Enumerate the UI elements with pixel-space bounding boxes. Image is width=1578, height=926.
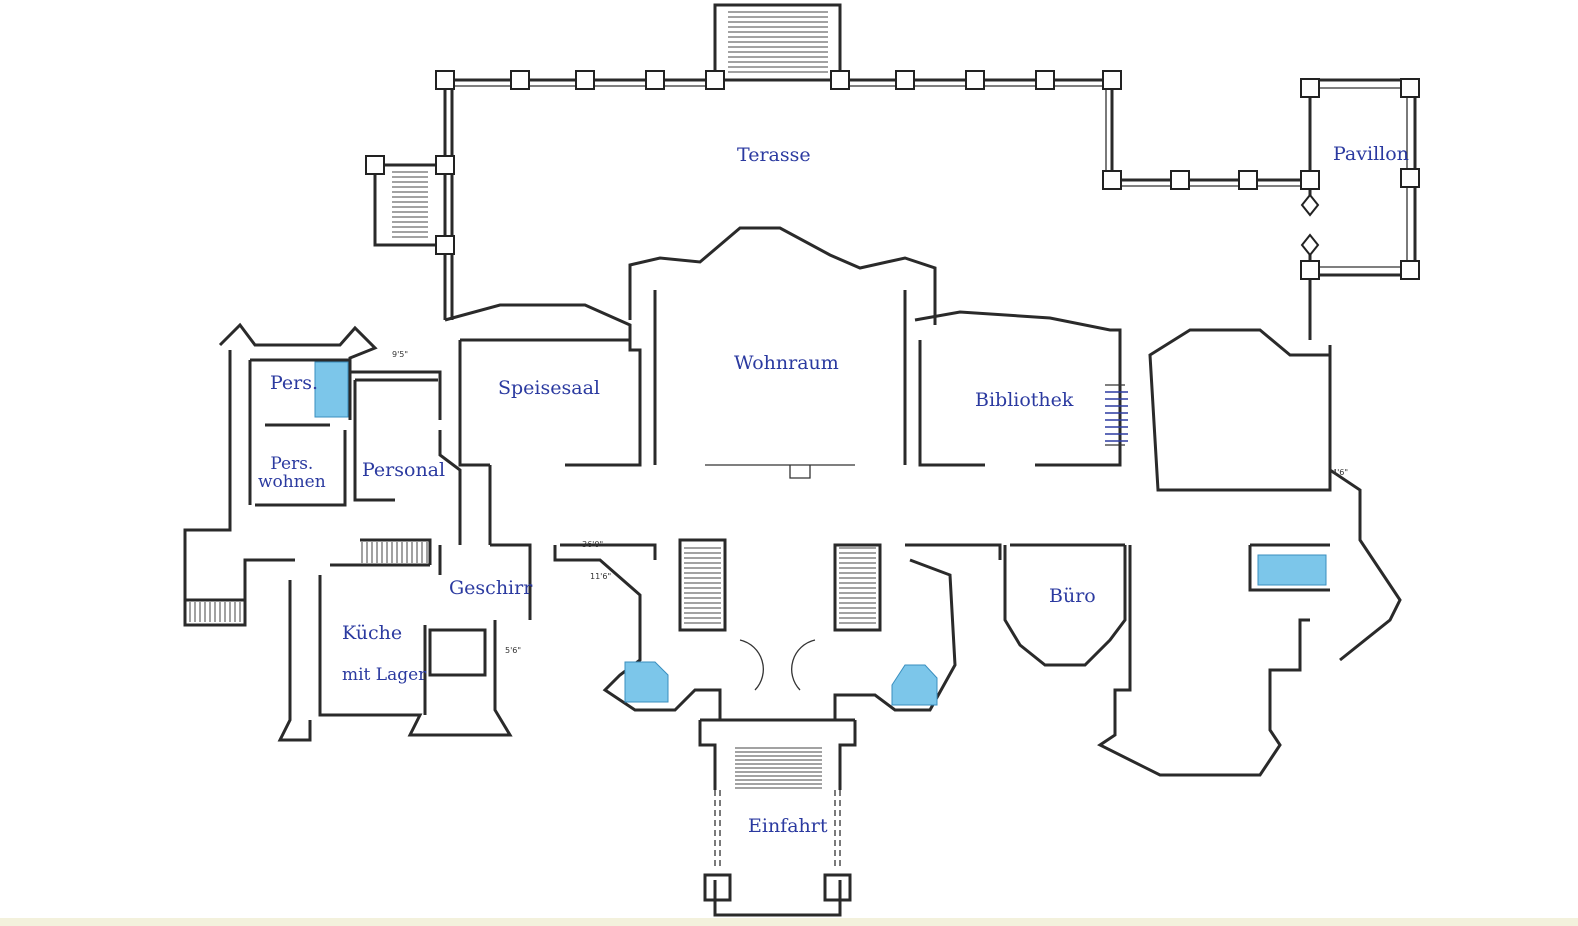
room-label-pers-wohnen: Pers. wohnen <box>258 454 326 492</box>
dimension-label: 36'0" <box>582 540 604 549</box>
bathroom-left-tower <box>624 661 669 703</box>
balustrade-pier <box>1102 70 1122 90</box>
room-label-speisesaal: Speisesaal <box>498 377 600 399</box>
room-label-pers-wohnen-line1: Pers. <box>270 454 314 474</box>
balustrade-pier <box>1238 170 1258 190</box>
balustrade-pier <box>1300 260 1320 280</box>
dimension-label: 11'6" <box>590 572 612 581</box>
bathroom-fills <box>314 361 1327 706</box>
balustrade-pier <box>435 155 455 175</box>
balustrade-pier <box>645 70 665 90</box>
bathroom-pers <box>314 361 349 418</box>
left-terrace-stairs <box>373 163 447 247</box>
terrace-balustrade <box>443 78 1310 320</box>
balustrade-pier <box>435 235 455 255</box>
dimension-label: 4'6" <box>1332 468 1349 477</box>
balustrade-pier <box>1102 170 1122 190</box>
balustrade-pier <box>1300 170 1320 190</box>
room-label-pers-wohnen-line2: wohnen <box>258 471 326 492</box>
balustrade-pier <box>435 70 455 90</box>
balustrade-pier <box>1170 170 1190 190</box>
balustrade-pier <box>1400 260 1420 280</box>
balustrade-pier <box>1300 78 1320 98</box>
room-label-einfahrt: Einfahrt <box>748 815 828 837</box>
room-label-wohnraum: Wohnraum <box>734 352 839 374</box>
terrace-stairs-top <box>713 3 842 82</box>
room-label-mit-lager: mit Lager <box>342 665 427 685</box>
dimension-label: 5'6" <box>505 646 522 655</box>
balustrade-pier <box>1400 168 1420 188</box>
bathroom-right-tower <box>891 664 938 706</box>
balustrade-pier <box>575 70 595 90</box>
balustrade-pier <box>705 70 725 90</box>
room-label-geschirr: Geschirr <box>449 577 533 599</box>
balustrade-pier <box>895 70 915 90</box>
pavilion-outline <box>1300 78 1417 340</box>
room-label-bibliothek: Bibliothek <box>975 389 1074 411</box>
room-label-terasse: Terasse <box>737 144 811 166</box>
bathroom-right-wing <box>1257 554 1327 586</box>
balustrade-pier <box>1400 78 1420 98</box>
room-label-buero: Büro <box>1049 585 1096 607</box>
balustrade-pier <box>965 70 985 90</box>
room-label-pers: Pers. <box>270 372 319 394</box>
dimension-label: 9'5" <box>392 350 409 359</box>
room-label-pavillon: Pavillon <box>1333 143 1409 165</box>
balustrade-pier <box>365 155 385 175</box>
balustrade-pier <box>1035 70 1055 90</box>
balustrade-pier <box>830 70 850 90</box>
balustrade-pier <box>510 70 530 90</box>
bottom-border <box>0 918 1578 926</box>
main-house-walls <box>183 226 1402 917</box>
balustrade-piers <box>365 70 1420 280</box>
room-label-personal: Personal <box>362 459 446 481</box>
room-label-kueche: Küche <box>342 622 403 644</box>
